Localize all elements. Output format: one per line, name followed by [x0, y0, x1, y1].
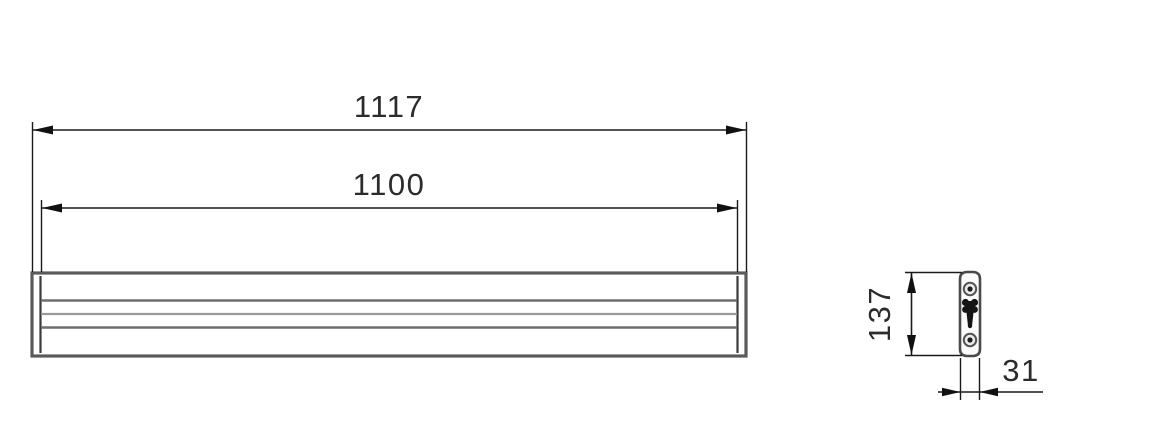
- keyhole-slot: [961, 298, 979, 329]
- arrow-1100-right: [717, 203, 737, 213]
- dimension-31-group: 31: [938, 353, 1043, 400]
- dimension-1117-group: 1117: [31, 89, 748, 272]
- dim-label-137: 137: [862, 286, 897, 342]
- arrow-137-bottom: [907, 335, 916, 355]
- arrow-1100-left: [42, 203, 62, 213]
- screw-hole-top-center: [967, 286, 973, 292]
- arrow-1117-left: [33, 125, 53, 135]
- dim-label-1117: 1117: [354, 89, 424, 124]
- rail-outer-frame: [30, 271, 748, 358]
- dim-label-31: 31: [1002, 353, 1039, 388]
- dim-label-1100: 1100: [353, 167, 426, 202]
- dimension-1100-group: 1100: [40, 167, 739, 272]
- bracket-side-view: [958, 270, 982, 358]
- screw-hole-bottom-center: [967, 337, 973, 343]
- arrow-137-top: [907, 273, 916, 293]
- arrow-1117-right: [726, 125, 746, 135]
- arrow-31-left: [942, 387, 961, 397]
- front-elevation-view: [30, 271, 748, 358]
- arrow-31-right: [979, 387, 998, 397]
- dimension-137-group: 137: [862, 271, 962, 357]
